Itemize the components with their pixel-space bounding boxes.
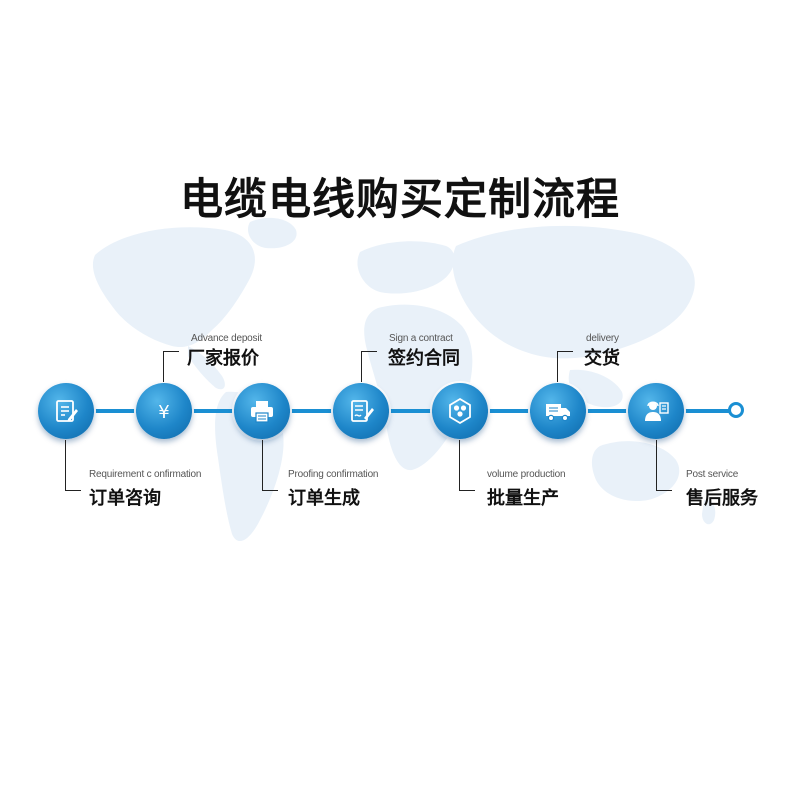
step-7-zh-label: 售后服务 (686, 488, 758, 509)
step-connector-7 (656, 440, 657, 490)
step-5-zh-label: 批量生产 (487, 488, 559, 509)
map-north-america (92, 227, 255, 348)
step-node-5[interactable] (432, 383, 488, 439)
yen-icon: ¥ (158, 402, 169, 423)
printer-icon (251, 401, 273, 423)
contract-sign-icon (351, 400, 374, 422)
step-node-7[interactable] (628, 383, 684, 439)
map-australia (591, 441, 680, 502)
step-6-en-label: delivery (586, 333, 619, 344)
step-connector-3 (262, 440, 263, 490)
step-1-en-label: Requirement c onfirmation (89, 469, 202, 480)
step-node-4[interactable] (333, 383, 389, 439)
step-connector-2 (163, 351, 164, 382)
timeline-line (60, 409, 730, 413)
map-europe (357, 241, 455, 294)
page-title: 电缆电线购买定制流程 (180, 175, 620, 225)
step-node-6[interactable] (530, 383, 586, 439)
step-7-en-label: Post service (686, 469, 739, 480)
step-node-3[interactable] (234, 383, 290, 439)
step-3-en-label: Proofing confirmation (288, 469, 379, 480)
step-1-zh-label: 订单咨询 (89, 488, 161, 509)
svg-text:¥: ¥ (158, 402, 169, 423)
step-5-en-label: volume production (487, 469, 566, 480)
step-connector-2-tick (163, 351, 179, 352)
step-connector-5 (459, 440, 460, 490)
step-connector-1-tick (65, 490, 81, 491)
customer-service-icon (645, 401, 669, 421)
step-connector-5-tick (459, 490, 475, 491)
step-connector-4-tick (361, 351, 377, 352)
step-2-zh-label: 厂家报价 (187, 348, 259, 369)
step-4-en-label: Sign a contract (389, 333, 453, 344)
step-connector-4 (361, 351, 362, 382)
step-6-zh-label: 交货 (584, 348, 620, 369)
step-connector-1 (65, 440, 66, 490)
step-connector-6 (557, 351, 558, 382)
step-connector-3-tick (262, 490, 278, 491)
step-node-1[interactable] (38, 383, 94, 439)
step-2-en-label: Advance deposit (191, 333, 262, 344)
step-connector-6-tick (557, 351, 573, 352)
timeline-end-circle (728, 402, 744, 418)
document-edit-icon (56, 400, 78, 422)
step-connector-7-tick (656, 490, 672, 491)
step-4-zh-label: 签约合同 (388, 348, 460, 369)
step-3-zh-label: 订单生成 (288, 488, 360, 509)
delivery-truck-icon (546, 404, 570, 422)
map-greenland (247, 217, 297, 249)
map-central-america (188, 346, 225, 390)
step-node-2[interactable]: ¥ (136, 383, 192, 439)
map-asia (452, 225, 695, 359)
production-circles-icon (449, 397, 471, 425)
map-new-zealand (702, 499, 716, 525)
